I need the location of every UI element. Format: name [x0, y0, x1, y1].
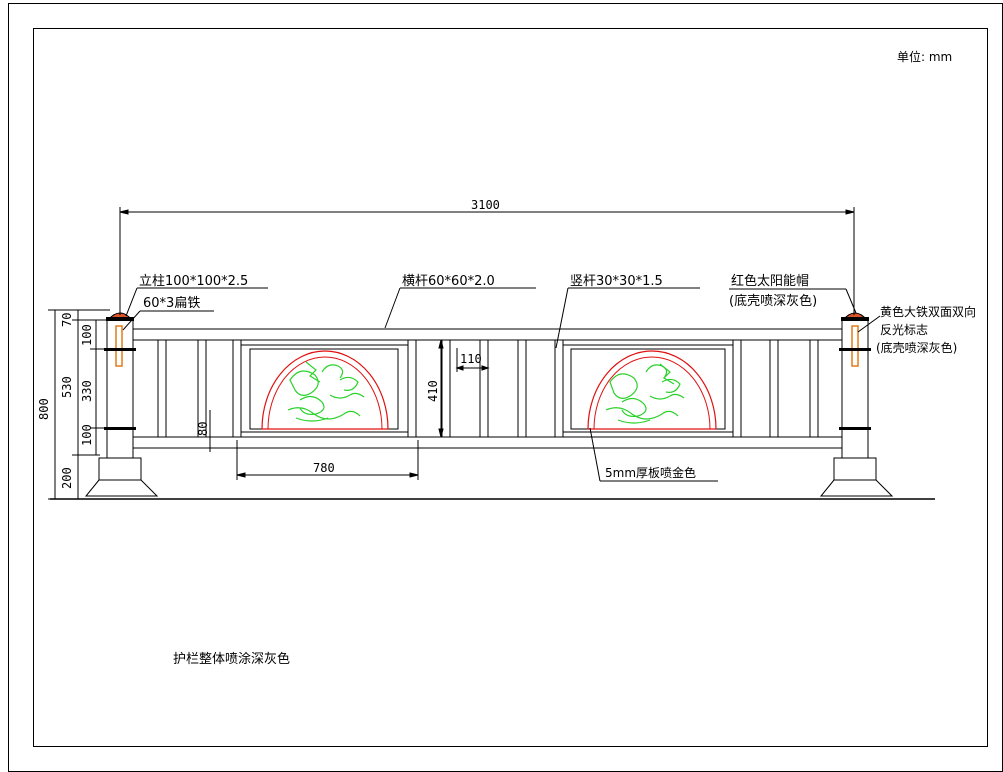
right-post [819, 312, 894, 497]
dim-seg-main: 530 [60, 376, 74, 398]
dim-seg-bottom: 100 [80, 424, 94, 446]
dim-bottom-offset [205, 410, 236, 452]
callout-rail: 横杆60*60*2.0 [402, 274, 495, 289]
dim-overall-length-text: 3100 [471, 198, 500, 212]
callout-flat-iron: 60*3扁铁 [143, 296, 200, 311]
callout-post: 立柱100*100*2.5 [139, 274, 248, 289]
dim-seg-cap: 70 [60, 313, 74, 327]
callout-reflector-3: (底壳喷深灰色) [876, 340, 957, 355]
callout-reflector-1: 黄色大铁双面双向 [880, 304, 976, 319]
dim-bottom-offset-text: 80 [196, 422, 210, 436]
callout-solar-cap-2: (底壳喷深灰色) [729, 293, 817, 309]
callout-leaders [122, 287, 881, 482]
drawing-frame [33, 28, 988, 747]
callout-reflector-2: 反光标志 [880, 323, 928, 337]
dim-bar-gap [455, 348, 490, 372]
paint-note: 护栏整体喷涂深灰色 [173, 651, 290, 667]
callout-plate: 5mm厚板喷金色 [605, 465, 696, 480]
decor-panel-left [240, 344, 409, 433]
dim-total-height: 800 [37, 398, 51, 420]
left-post [84, 312, 159, 497]
dim-seg-mid: 330 [80, 380, 94, 402]
dim-panel-height-text: 410 [426, 380, 440, 402]
dim-height-chain [48, 309, 110, 500]
callout-vertical-bar: 竖杆30*30*1.5 [570, 274, 663, 289]
unit-label: 单位: mm [897, 49, 952, 64]
dim-bar-gap-text: 110 [460, 352, 482, 366]
top-rail [133, 328, 842, 341]
dim-overall-length [119, 207, 855, 315]
callout-solar-cap-1: 红色太阳能帽 [731, 273, 809, 289]
vertical-bars [157, 339, 819, 438]
bottom-rail [133, 436, 842, 449]
decor-panel-right [562, 344, 734, 433]
dim-panel-spacing [236, 440, 419, 480]
dim-seg-top: 100 [80, 324, 94, 346]
dim-panel-spacing-text: 780 [313, 461, 335, 475]
dim-panel-height [438, 339, 444, 438]
dim-seg-base: 200 [60, 467, 74, 489]
